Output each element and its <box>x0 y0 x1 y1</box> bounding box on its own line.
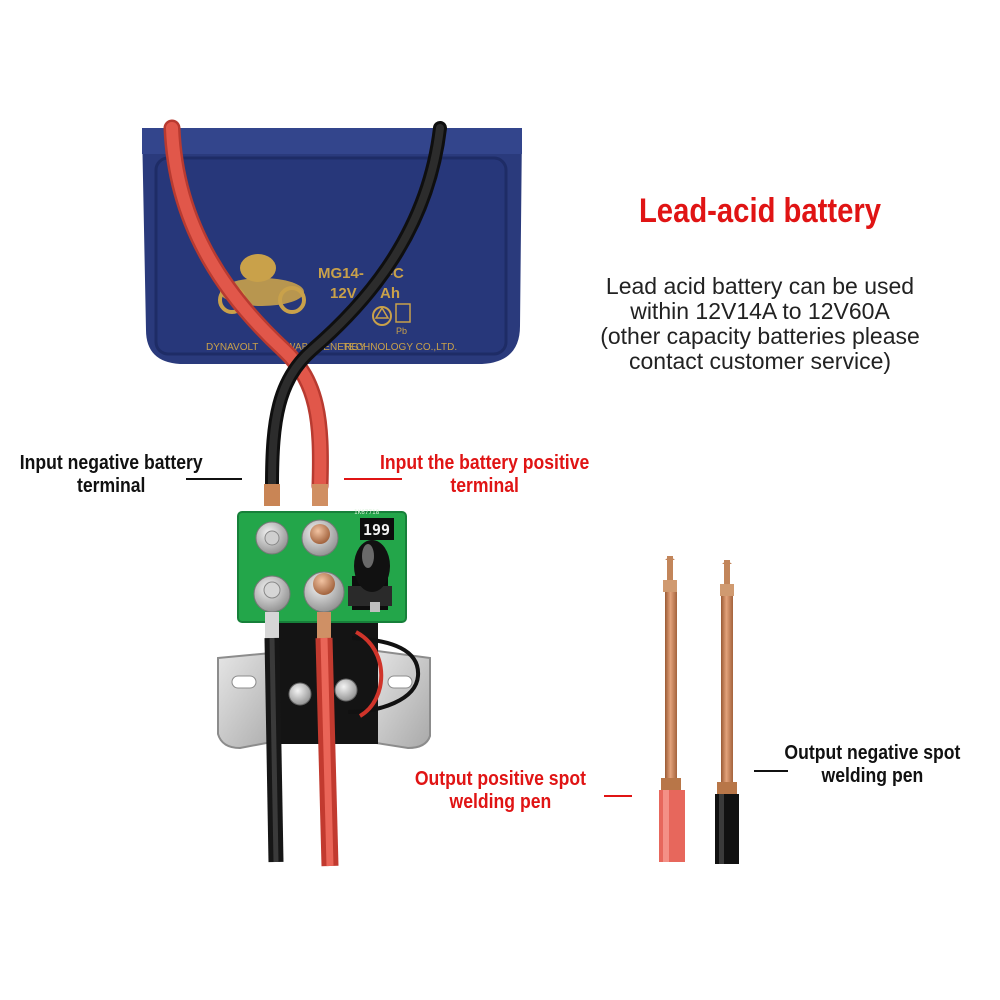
input-positive-terminal <box>301 519 339 557</box>
label-line: welding pen <box>449 791 552 813</box>
description-line: Lead acid battery can be used <box>605 273 915 299</box>
battery-mascot-logo <box>218 254 306 314</box>
label-line: Output negative spot <box>784 742 961 764</box>
heading-lead-acid-battery: Lead-acid battery <box>638 192 882 230</box>
label-line: terminal <box>450 475 519 497</box>
input-negative-terminal <box>255 521 289 555</box>
lead-symbol-icon <box>395 303 411 323</box>
battery-brand-text: DYNAVOLT <box>206 342 258 353</box>
battery-maker-end-text: TECHNOLOGY CO.,LTD. <box>343 342 457 353</box>
voltage-display <box>360 518 394 540</box>
output-positive-terminal <box>303 571 345 613</box>
thin-signal-wire-red <box>354 630 384 718</box>
description-line: (other capacity batteries please <box>600 323 920 349</box>
input-cables <box>163 119 447 506</box>
battery-rating-tail-text: Ah <box>380 285 400 302</box>
battery-rating-text: 12V <box>330 285 357 302</box>
battery-description: Lead acid battery can be used within 12V… <box>585 274 935 374</box>
label-line: Input the battery positive <box>380 452 590 474</box>
label-line: Input negative battery <box>19 452 203 474</box>
positive-welding-pen <box>659 556 685 862</box>
label-line: terminal <box>76 475 146 497</box>
label-output-negative: Output negative spot welding pen <box>780 742 965 788</box>
thin-signal-wire-black <box>347 636 421 714</box>
output-cables <box>264 612 421 867</box>
description-line: within 12V14A to 12V60A <box>630 298 890 324</box>
label-input-positive: Input the battery positive terminal <box>372 452 597 498</box>
description-line: contact customer service) <box>628 348 892 374</box>
recycle-icon <box>372 306 392 326</box>
negative-welding-pen <box>715 560 739 864</box>
welding-pens <box>659 556 739 864</box>
label-input-negative: Input negative battery terminal <box>10 452 212 498</box>
output-negative-terminal <box>253 575 291 613</box>
control-board: 199 1K67718 <box>237 509 407 623</box>
label-line: Output positive spot <box>414 768 586 790</box>
voltage-display-digits: 199 <box>363 521 390 539</box>
board-silk-code: 1K67718 <box>354 509 380 516</box>
label-line: welding pen <box>821 765 924 787</box>
battery-model-text: MG14- <box>318 265 364 282</box>
battery-pb-text: Pb <box>396 326 407 336</box>
potentiometer-knob <box>348 540 392 612</box>
label-output-positive: Output positive spot welding pen <box>408 768 593 814</box>
